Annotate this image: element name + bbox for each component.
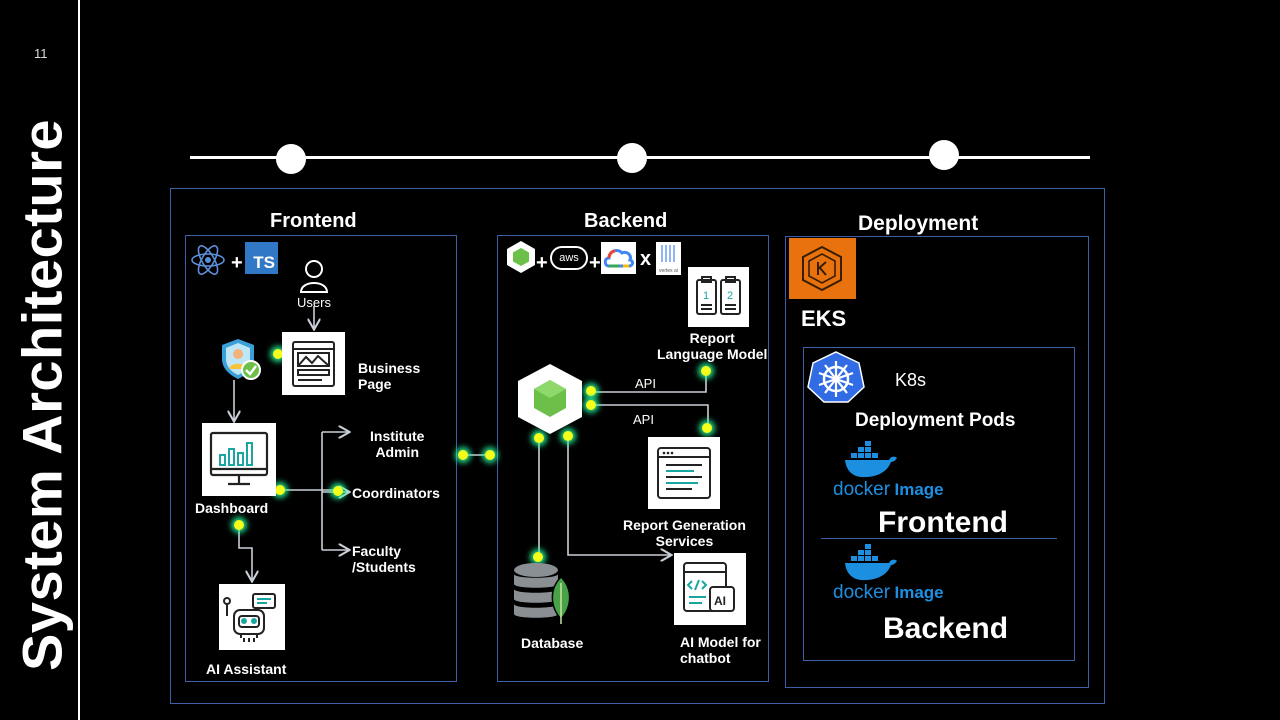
faculty-line-1: Faculty (352, 543, 402, 559)
api-label-2: API (633, 412, 654, 427)
ai-chatbot-label: AI Model for chatbot (680, 634, 761, 666)
business-page-line-1: Business (358, 360, 421, 376)
database-label: Database (521, 635, 584, 651)
docker-image-label-frontend: docker Image (833, 479, 944, 501)
plus-sign: + (536, 252, 548, 274)
browser-page-icon (282, 332, 345, 395)
connector-dot (275, 485, 285, 495)
timeline-node (617, 143, 647, 173)
robot-icon (219, 584, 285, 650)
google-cloud-icon (601, 242, 636, 274)
k8s-label: K8s (895, 370, 927, 390)
nodejs-icon (507, 241, 535, 273)
connector-dot (273, 349, 283, 359)
api-label-1: API (635, 376, 656, 391)
svg-text:2: 2 (727, 290, 733, 302)
backend-panel (497, 235, 769, 682)
timeline-node (929, 140, 959, 170)
aws-icon: aws (550, 246, 588, 270)
connector-dot (702, 423, 712, 433)
image-word: Image (894, 583, 944, 602)
nodejs-icon (518, 364, 582, 434)
deployment-panel (785, 236, 1089, 688)
svg-text:AI: AI (714, 594, 726, 608)
eks-icon (789, 238, 856, 299)
architecture-container (170, 188, 1105, 704)
frontend-pod-label: Frontend (878, 506, 1008, 539)
connector-dot (458, 450, 468, 460)
mongodb-leaf-icon (551, 575, 571, 624)
vertex-ai-text: vertex ai (659, 268, 678, 274)
timeline-node (276, 144, 306, 174)
vertex-ai-icon: vertex ai (656, 242, 681, 275)
dashboard-label: Dashboard (195, 500, 269, 516)
connector-dot (234, 520, 244, 530)
ai-chatbot-line-2: chatbot (680, 650, 731, 666)
plus-sign: + (231, 252, 243, 274)
report-lm-line-1: Report (689, 330, 735, 346)
report-gen-line-2: Services (655, 533, 714, 549)
typescript-icon: TS (245, 242, 278, 274)
plus-sign: + (589, 252, 601, 274)
connector-dot (586, 400, 596, 410)
react-icon (191, 245, 225, 275)
business-page-line-2: Page (358, 376, 392, 392)
docker-whale-icon (845, 441, 897, 478)
docker-image-label-backend: docker Image (833, 582, 944, 604)
institute-admin-line-2: Admin (375, 444, 419, 460)
aws-text: aws (559, 252, 579, 264)
faculty-students-label: Faculty /Students (352, 543, 416, 575)
connector-dot (533, 552, 543, 562)
report-gen-line-1: Report Generation (623, 517, 746, 533)
report-lm-label: Report Language Model (657, 330, 767, 362)
times-sign: x (640, 248, 652, 270)
svg-text:1: 1 (703, 290, 709, 302)
coordinators-label: Coordinators (352, 485, 440, 501)
report-gen-label: Report Generation Services (623, 517, 746, 549)
institute-admin-label: Institute Admin (370, 428, 424, 460)
ai-code-icon: AI (674, 553, 746, 625)
docker-whale-icon (845, 544, 897, 581)
report-lm-line-2: Language Model (657, 346, 768, 362)
docker-word: docker (833, 582, 891, 603)
users-label: Users (297, 295, 331, 310)
frontend-panel (185, 235, 457, 682)
typescript-badge-text: TS (253, 253, 275, 272)
sidebar-divider (78, 0, 80, 720)
report-gen-icon (648, 437, 720, 509)
frontend-heading: Frontend (270, 210, 357, 232)
connector-dot (485, 450, 495, 460)
docker-word: docker (833, 479, 891, 500)
ai-chatbot-line-1: AI Model for (680, 634, 761, 650)
k8s-helm-icon (807, 351, 865, 403)
user-icon (299, 260, 329, 293)
database-icon (514, 563, 558, 618)
connector-dot (534, 433, 544, 443)
eks-label: EKS (801, 306, 847, 331)
slide-number: 11 (34, 46, 48, 61)
image-word: Image (894, 480, 944, 499)
pod-divider (821, 538, 1057, 539)
deployment-heading: Deployment (858, 212, 979, 235)
connector-dot (701, 366, 711, 376)
ai-assistant-label: AI Assistant (206, 661, 287, 677)
report-doc-icon: 1 2 (688, 267, 749, 327)
connector-dot (586, 386, 596, 396)
deployment-pods-label: Deployment Pods (855, 410, 1016, 431)
monitor-chart-icon (202, 423, 276, 496)
faculty-line-2: /Students (352, 559, 416, 575)
institute-admin-line-1: Institute (370, 428, 425, 444)
connector-dot (563, 431, 573, 441)
k8s-panel (803, 347, 1075, 661)
shield-user-icon (222, 339, 261, 380)
business-page-label: Business Page (358, 360, 420, 392)
connector-dot (333, 486, 343, 496)
backend-pod-label: Backend (883, 612, 1009, 645)
backend-heading: Backend (584, 210, 668, 232)
